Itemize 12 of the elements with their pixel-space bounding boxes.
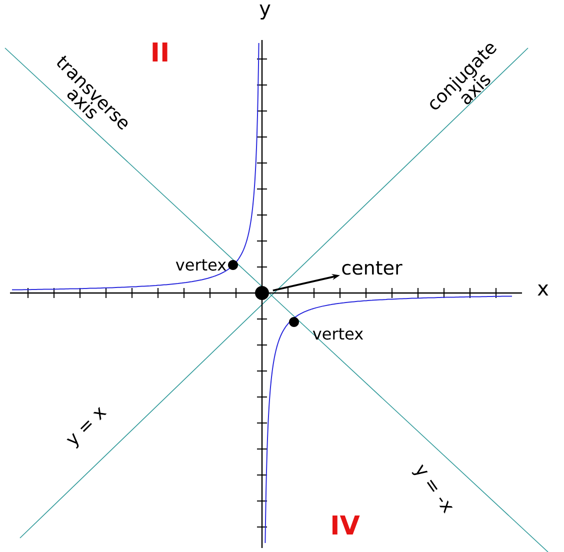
line-equation: y = -x: [412, 464, 453, 514]
point-dot: [255, 286, 269, 300]
line-equation: y = x: [66, 406, 107, 449]
axis-label: x: [538, 284, 548, 296]
vertex-label: vertex: [312, 328, 364, 340]
center-label: center: [342, 261, 402, 275]
quadrant-label: II: [152, 42, 168, 62]
point-dot: [289, 317, 299, 327]
vertex-label: vertex: [176, 259, 226, 271]
axis-label: y: [260, 4, 270, 20]
point-dot: [228, 260, 238, 270]
quadrant-label: IV: [332, 516, 360, 534]
